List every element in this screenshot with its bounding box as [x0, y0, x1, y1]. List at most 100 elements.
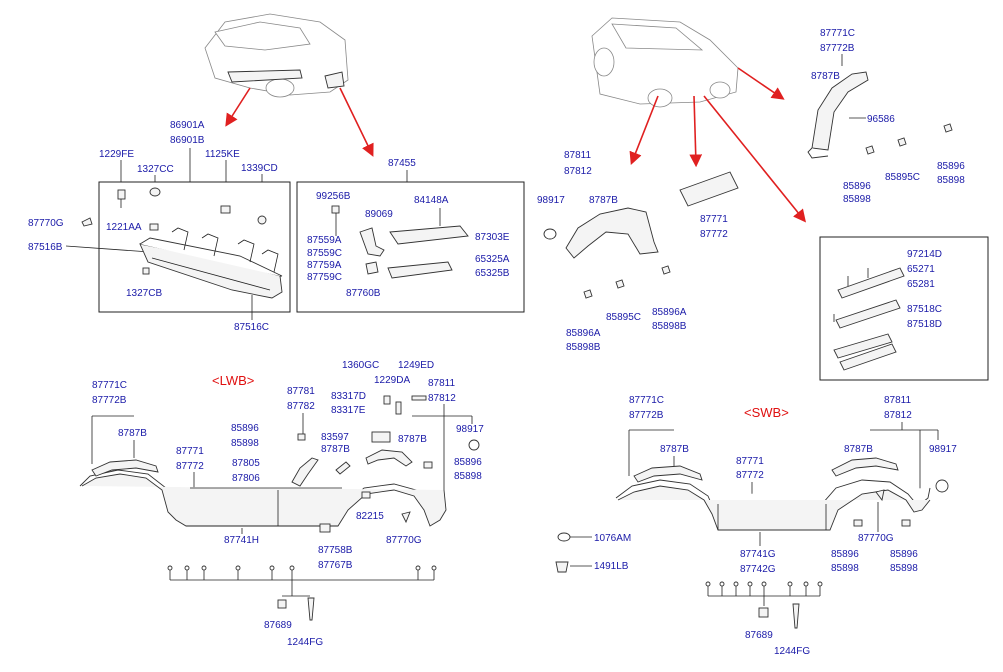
label-lwb-1249ed: 1249ED [398, 360, 434, 371]
label-swb-87812: 87812 [884, 410, 912, 421]
label-swb-87772: 87772 [736, 470, 764, 481]
label-lwb-1244fg: 1244FG [287, 637, 323, 648]
label-swb-87811: 87811 [884, 395, 912, 406]
label-85898b-m2: 85898B [652, 321, 687, 332]
label-87771-m: 87771 [700, 214, 728, 225]
label-87518c: 87518C [907, 304, 942, 315]
label-swb-85898-b: 85898 [890, 563, 918, 574]
label-lwb-1229da: 1229DA [374, 375, 410, 386]
label-swb-87741g: 87741G [740, 549, 776, 560]
label-87770g-a: 87770G [28, 218, 64, 229]
label-lwb-87805: 87805 [232, 458, 260, 469]
label-87516c: 87516C [234, 322, 269, 333]
callout-arrow-bracket [339, 87, 374, 157]
label-swb-1491lb: 1491LB [594, 561, 629, 572]
label-lwb-87767b: 87767B [318, 560, 353, 571]
mudguard-parts [833, 267, 905, 371]
label-1327cb: 1327CB [126, 288, 162, 299]
label-lwb-87689: 87689 [264, 620, 292, 631]
label-swb-1244fg: 1244FG [774, 646, 810, 657]
label-87811-m: 87811 [564, 150, 592, 161]
label-lwb-85896-a: 85896 [231, 423, 259, 434]
label-swb-87770g: 87770G [858, 533, 894, 544]
callout-arrow-rear-flare [737, 67, 785, 100]
side-step-box [98, 181, 291, 313]
rear-flare-part [807, 71, 869, 159]
label-87516b: 87516B [28, 242, 63, 253]
label-65271: 65271 [907, 264, 935, 275]
label-97214d: 97214D [907, 249, 942, 260]
label-87518d: 87518D [907, 319, 942, 330]
label-lwb-87772b: 87772B [92, 395, 127, 406]
swb-body-molding [615, 457, 949, 531]
label-87772-m: 87772 [700, 229, 728, 240]
label-swb-1076am: 1076AM [594, 533, 631, 544]
mudguard-box [819, 236, 989, 381]
bracket-box [296, 181, 525, 313]
label-86901a: 86901A [170, 120, 205, 131]
label-65325b: 65325B [475, 268, 510, 279]
label-lwb-8787b-c: 8787B [398, 434, 427, 445]
label-lwb-87812: 87812 [428, 393, 456, 404]
label-1229fe: 1229FE [99, 149, 134, 160]
car-illustration-left [204, 13, 349, 98]
label-swb-85896-b: 85896 [890, 549, 918, 560]
label-lwb-87771: 87771 [176, 446, 204, 457]
label-1339cd: 1339CD [241, 163, 278, 174]
label-lwb-83317e: 83317E [331, 405, 366, 416]
side-panel-part [679, 171, 739, 207]
label-85898-t1: 85898 [843, 194, 871, 205]
label-lwb-85896-b: 85896 [454, 457, 482, 468]
label-lwb-8787b-b: 8787B [321, 444, 350, 455]
front-fender-part [543, 207, 659, 259]
label-lwb-87806: 87806 [232, 473, 260, 484]
label-swb-85896-a: 85896 [831, 549, 859, 560]
section-title-lwb: <LWB> [212, 373, 254, 388]
label-89069: 89069 [365, 209, 393, 220]
label-lwb-83317d: 83317D [331, 391, 366, 402]
label-swb-8787b-a: 8787B [660, 444, 689, 455]
label-lwb-87758b: 87758B [318, 545, 353, 556]
label-87812-m: 87812 [564, 166, 592, 177]
label-lwb-85898-a: 85898 [231, 438, 259, 449]
label-96586: 96586 [867, 114, 895, 125]
callout-arrow-fender [629, 95, 659, 165]
label-99256b: 99256B [316, 191, 351, 202]
label-swb-85898-a: 85898 [831, 563, 859, 574]
label-87303e: 87303E [475, 232, 510, 243]
label-lwb-87770g: 87770G [386, 535, 422, 546]
label-lwb-87781: 87781 [287, 386, 315, 397]
label-swb-98917: 98917 [929, 444, 957, 455]
label-swb-87771c: 87771C [629, 395, 664, 406]
label-87771c-top: 87771C [820, 28, 855, 39]
label-87559a: 87559A [307, 235, 342, 246]
label-swb-87772b: 87772B [629, 410, 664, 421]
section-title-swb: <SWB> [744, 405, 789, 420]
label-85898b-m: 85898B [566, 342, 601, 353]
label-1221aa: 1221AA [106, 222, 142, 233]
label-98917-m: 98917 [537, 195, 565, 206]
label-lwb-8787b-a: 8787B [118, 428, 147, 439]
side-step-highlight [227, 69, 303, 83]
label-84148a: 84148A [414, 195, 449, 206]
label-lwb-1360gc: 1360GC [342, 360, 379, 371]
car-illustration-right [591, 17, 739, 108]
label-85896-t1: 85896 [843, 181, 871, 192]
label-87759c: 87759C [307, 272, 342, 283]
label-lwb-83597: 83597 [321, 432, 349, 443]
label-swb-87689: 87689 [745, 630, 773, 641]
label-65281: 65281 [907, 279, 935, 290]
label-85896a-m: 85896A [566, 328, 601, 339]
label-1327cc: 1327CC [137, 164, 174, 175]
label-swb-87771: 87771 [736, 456, 764, 467]
label-85896-t2: 85896 [937, 161, 965, 172]
label-87455: 87455 [388, 158, 416, 169]
lwb-body-molding [79, 395, 480, 533]
label-8787b-top: 8787B [811, 71, 840, 82]
label-lwb-87782: 87782 [287, 401, 315, 412]
label-87559c: 87559C [307, 248, 342, 259]
callout-arrow-mudguard [703, 95, 807, 223]
label-swb-87742g: 87742G [740, 564, 776, 575]
